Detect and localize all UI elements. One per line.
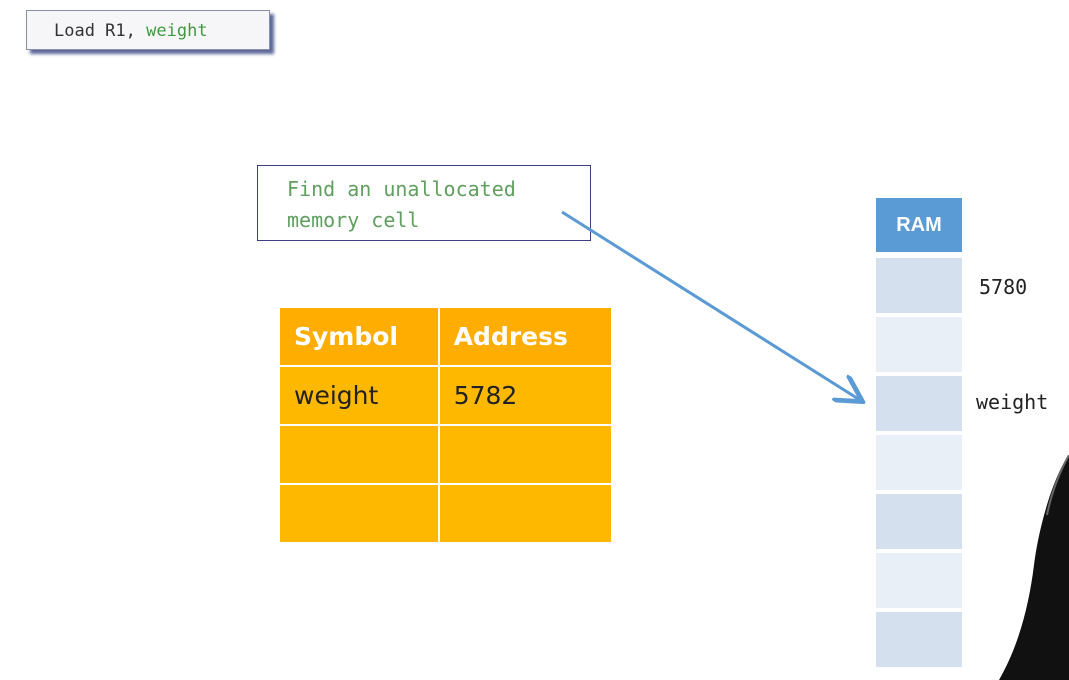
instruction-box: Load R1, weight (26, 10, 270, 50)
symbol-table: Symbol Address weight 5782 (280, 308, 611, 542)
ram-cell (876, 258, 962, 313)
address-cell (437, 424, 611, 485)
symbol-header: Symbol (280, 308, 440, 367)
ram-cell (876, 435, 962, 490)
address-header: Address (437, 308, 611, 367)
note-box: Find an unallocated memory cell (257, 165, 591, 241)
symbol-cell: weight (280, 365, 440, 426)
ram-header: RAM (876, 198, 962, 252)
ram-cell (876, 317, 962, 372)
address-cell: 5782 (437, 365, 611, 426)
table-row (280, 483, 611, 542)
ram-cell (876, 376, 962, 431)
symbol-cell (280, 424, 440, 485)
presenter-silhouette (999, 455, 1069, 680)
note-line-2: memory cell (287, 208, 420, 232)
ram-symbol-label: weight (976, 390, 1049, 414)
table-row: weight 5782 (280, 365, 611, 426)
arrow-line (561, 210, 860, 400)
ram-cell (876, 612, 962, 667)
instruction-operand: weight (146, 21, 208, 41)
ram-address-label: 5780 (979, 275, 1028, 299)
ram-cell (876, 553, 962, 608)
ram-cell (876, 494, 962, 549)
address-cell (437, 483, 611, 542)
table-row (280, 424, 611, 485)
symbol-table-header: Symbol Address (280, 308, 611, 367)
instruction-op: Load R1, (54, 21, 136, 41)
note-line-1: Find an unallocated (287, 177, 516, 201)
symbol-cell (280, 483, 440, 542)
